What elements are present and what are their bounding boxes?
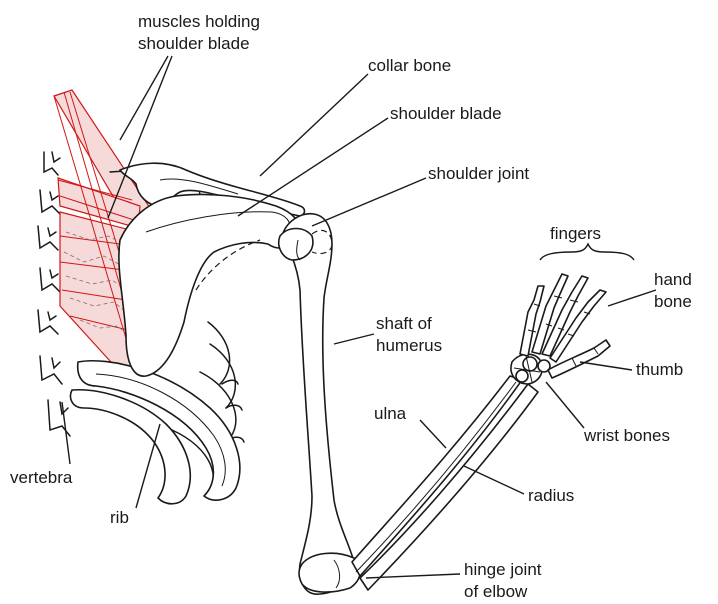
humerus <box>282 214 354 594</box>
elbow-joint <box>299 553 360 592</box>
label-hand-bone-line2: bone <box>654 292 692 312</box>
shoulder-blade <box>119 194 301 376</box>
label-thumb: thumb <box>636 360 683 380</box>
label-fingers: fingers <box>550 224 601 244</box>
label-shaft-line1: shaft of <box>376 314 432 334</box>
label-muscles-line1: muscles holding <box>138 12 260 32</box>
label-hinge-line1: hinge joint <box>464 560 542 580</box>
label-hand-bone-line1: hand <box>654 270 692 290</box>
label-shaft-line2: humerus <box>376 336 442 356</box>
label-hinge-line2: of elbow <box>464 582 527 602</box>
label-shoulder-blade: shoulder blade <box>390 104 502 124</box>
label-ulna: ulna <box>374 404 406 424</box>
label-radius: radius <box>528 486 574 506</box>
label-shoulder-joint: shoulder joint <box>428 164 529 184</box>
label-collar-bone: collar bone <box>368 56 451 76</box>
label-vertebra: vertebra <box>10 468 72 488</box>
label-muscles-line2: shoulder blade <box>138 34 250 54</box>
label-rib: rib <box>110 508 129 528</box>
wrist-bones-group <box>511 354 550 384</box>
label-wrist-bones: wrist bones <box>584 426 670 446</box>
